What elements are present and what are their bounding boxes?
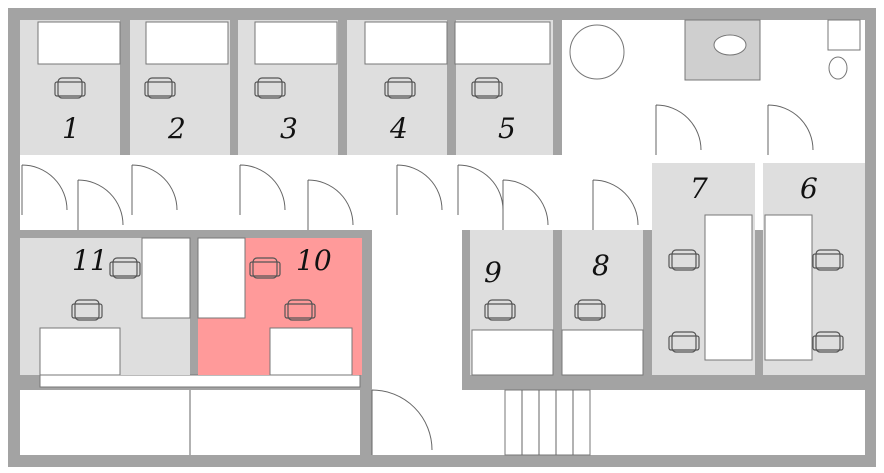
chair-icon — [249, 257, 281, 279]
door[interactable] — [592, 179, 639, 230]
room-4[interactable]: 4 — [347, 20, 448, 215]
room-number: 5 — [498, 112, 516, 145]
room-number: 3 — [280, 112, 298, 145]
room-7[interactable]: 7 — [652, 104, 755, 375]
desk — [254, 21, 338, 65]
shelf — [39, 374, 361, 388]
toilet-icon — [713, 34, 747, 56]
desk — [704, 214, 753, 361]
room-1[interactable]: 1 — [20, 20, 121, 215]
door[interactable] — [655, 104, 702, 155]
chair-icon — [54, 77, 86, 99]
room-9[interactable]: 9 — [470, 179, 554, 376]
chair-icon — [384, 77, 416, 99]
desk — [39, 327, 121, 376]
door[interactable] — [767, 104, 814, 155]
door[interactable] — [239, 164, 286, 215]
chair-icon — [284, 299, 316, 321]
desk — [145, 21, 229, 65]
room-number: 2 — [167, 112, 186, 145]
room-3[interactable]: 3 — [238, 20, 338, 215]
door[interactable] — [21, 164, 68, 215]
chair-icon — [574, 299, 606, 321]
desk — [561, 329, 644, 376]
desk — [364, 21, 448, 65]
door[interactable] — [457, 164, 504, 215]
room-8[interactable]: 8 — [561, 179, 644, 376]
room-number: 4 — [389, 112, 408, 145]
room-number: 10 — [296, 244, 332, 277]
room-11[interactable]: 11 — [20, 179, 191, 376]
chair-icon — [668, 331, 700, 353]
room-number: 6 — [800, 172, 818, 205]
room-6[interactable]: 6 — [763, 104, 865, 375]
room-number: 11 — [72, 244, 108, 277]
chair-icon — [71, 299, 103, 321]
room-10[interactable]: 10 — [197, 179, 362, 376]
sink-icon — [827, 19, 861, 51]
stairs — [504, 389, 591, 456]
chair-icon — [812, 249, 844, 271]
room-number: 1 — [62, 112, 80, 145]
desk — [37, 21, 121, 65]
entrance-door[interactable] — [371, 389, 433, 455]
wardrobe — [141, 237, 191, 319]
door[interactable] — [77, 179, 124, 230]
desk — [764, 214, 813, 361]
room-number: 7 — [690, 172, 708, 205]
room-number: 9 — [484, 256, 502, 289]
desk — [269, 327, 353, 376]
chair-icon — [144, 77, 176, 99]
desk — [454, 21, 551, 65]
room-2[interactable]: 2 — [130, 20, 230, 215]
room-number: 8 — [592, 249, 610, 282]
door[interactable] — [131, 164, 178, 215]
door[interactable] — [396, 164, 443, 215]
chair-icon — [471, 77, 503, 99]
desk — [471, 329, 554, 376]
chair-icon — [668, 249, 700, 271]
chair-icon — [484, 299, 516, 321]
bin-icon — [828, 56, 848, 80]
room-5[interactable]: 5 — [454, 20, 553, 215]
round-table — [569, 24, 625, 80]
door[interactable] — [307, 179, 354, 230]
chair-icon — [254, 77, 286, 99]
stair-area — [372, 390, 865, 455]
chair-icon — [109, 257, 141, 279]
chair-icon — [812, 331, 844, 353]
door[interactable] — [502, 179, 549, 230]
